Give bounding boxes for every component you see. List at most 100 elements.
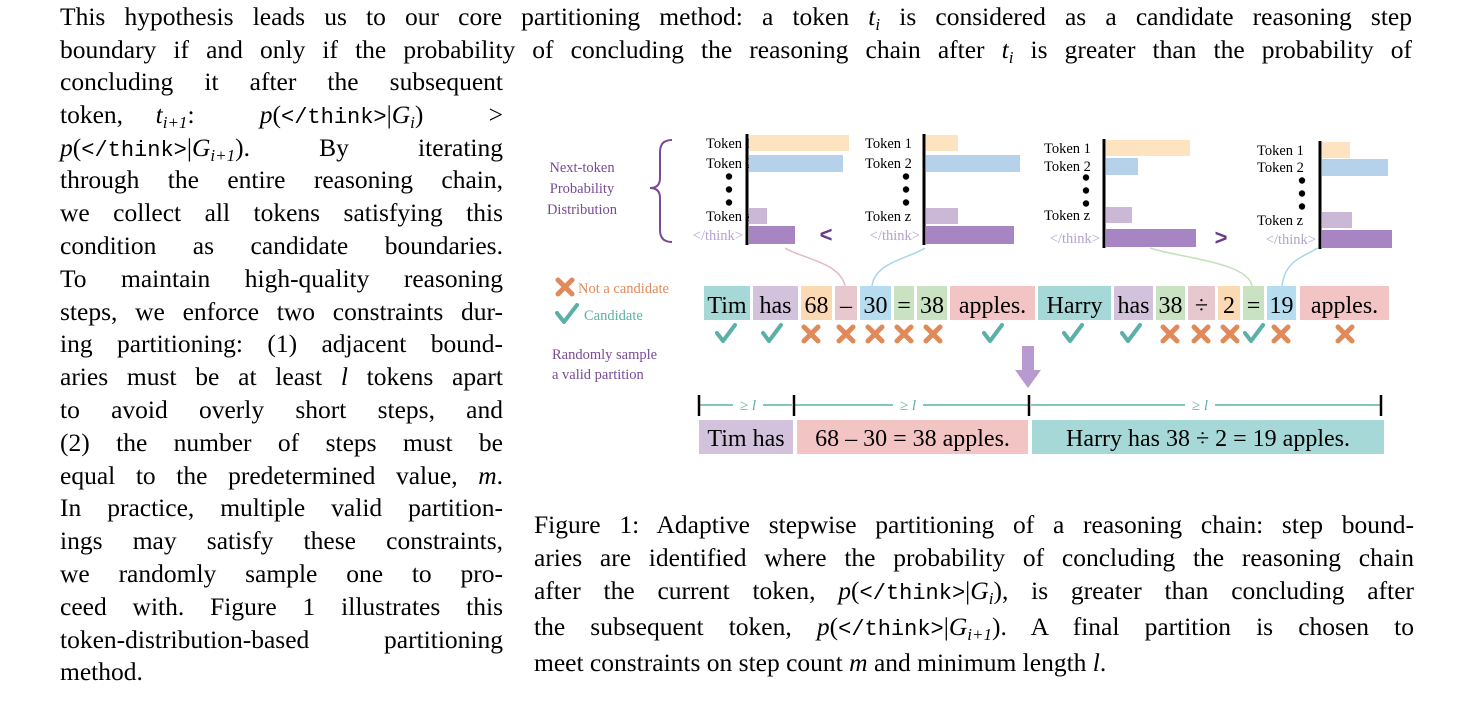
text: aries must be at least xyxy=(60,362,341,392)
prob-bar-tokenz xyxy=(749,208,767,224)
token-box xyxy=(1188,286,1215,320)
brace-label-2: Probability xyxy=(550,181,615,197)
candidate-legend-icon xyxy=(555,303,579,324)
body-line: concluding it after the subsequent xyxy=(60,67,503,96)
token1-label: Token 1 xyxy=(706,136,753,152)
brace-label-1: Next-token xyxy=(549,160,615,176)
arc-connector xyxy=(784,247,846,287)
figure-caption: Figure 1: Adaptive stepwise partitioning… xyxy=(534,508,1414,679)
tokenz-label: Token z xyxy=(706,209,753,225)
figure-1: Next-token Probability Distribution < > … xyxy=(547,134,1392,454)
text: tokens apart xyxy=(347,362,503,392)
intro-line-1: This hypothesis leads us to our core par… xyxy=(60,0,1412,33)
token-text: = xyxy=(1247,293,1261,319)
math-sub: i+1 xyxy=(210,145,236,165)
prob-bar-token2 xyxy=(926,155,1020,172)
candidate-check-icon xyxy=(1243,323,1265,343)
body-line: steps, we enforce two constraints dur- xyxy=(60,296,503,326)
token-box xyxy=(860,286,891,320)
intro-line-2: boundary if and only if the probability … xyxy=(60,33,1412,66)
ellipsis-dot xyxy=(902,173,910,180)
math-p: p xyxy=(60,132,73,162)
prob-bar-token1 xyxy=(926,135,958,151)
think-tag: </think> xyxy=(281,104,387,130)
brace xyxy=(649,139,673,243)
token2-label: Token 2 xyxy=(865,156,912,172)
math-sub: i xyxy=(988,589,994,608)
arc-connector xyxy=(871,247,926,287)
text: meet constraints on step count xyxy=(534,648,850,677)
caption-line: Figure 1: Adaptive stepwise partitioning… xyxy=(534,510,1414,539)
prob-bar-think xyxy=(1322,230,1392,248)
prob-bar-token1 xyxy=(749,135,849,151)
candidate-check-icon xyxy=(982,323,1004,343)
text: This hypothesis leads us to our core par… xyxy=(60,2,869,31)
prob-bar-token1 xyxy=(1322,142,1350,158)
prob-bar-token2 xyxy=(749,155,843,172)
tokenz-label: Token z xyxy=(865,209,912,225)
not-candidate-cross-icon xyxy=(1220,324,1240,344)
prob-bar-tokenz xyxy=(1106,207,1132,223)
candidate-check-icon xyxy=(1120,323,1142,343)
body-line: p(</think>|Gi+1). By iterating xyxy=(60,132,503,165)
math-p: p xyxy=(838,576,852,605)
body-line: aries must be at least l tokens apart xyxy=(60,361,503,394)
legend-not-candidate: Not a candidate xyxy=(578,281,669,297)
text: is greater than the probability of xyxy=(1013,35,1412,64)
token-text: 38 xyxy=(920,293,944,319)
candidate-check-icon xyxy=(761,323,783,343)
math-sub: i+1 xyxy=(967,625,992,644)
brace-label-3: Distribution xyxy=(547,202,618,218)
math-p: p xyxy=(259,99,273,129)
prob-bar-tokenz xyxy=(926,208,958,224)
token-text: 2 xyxy=(1223,293,1235,319)
token-text: 19 xyxy=(1270,293,1294,319)
math-m: m xyxy=(478,460,497,490)
ellipsis-dot xyxy=(725,199,733,206)
ellipsis-dot xyxy=(1298,190,1306,197)
body-line: we collect all tokens satisfying this xyxy=(60,198,503,228)
body-line: we randomly sample one to pro- xyxy=(60,558,503,588)
body-line: In practice, multiple valid partition- xyxy=(60,493,503,523)
body-line: ings may satisfy these constraints, xyxy=(60,526,503,556)
ellipsis-dot xyxy=(725,173,733,180)
think-tag: </think> xyxy=(81,137,187,163)
intro-paragraph: This hypothesis leads us to our core par… xyxy=(60,0,1412,66)
math-p: p xyxy=(816,612,830,641)
text: By iterating xyxy=(319,132,503,162)
token-text: has xyxy=(760,293,792,319)
tokenz-label: Token z xyxy=(1257,213,1304,229)
token2-label: Token 2 xyxy=(706,156,753,172)
think-label: </think> xyxy=(1266,232,1316,248)
prob-bar-token2 xyxy=(1322,159,1388,176)
not-candidate-cross-icon xyxy=(894,324,914,344)
body-line: To maintain high-quality reasoning xyxy=(60,263,503,293)
token-text: apples. xyxy=(959,293,1026,319)
body-line: (2) the number of steps must be xyxy=(60,427,503,457)
min-length-label: ≥ l xyxy=(1192,398,1208,414)
token2-label: Token 2 xyxy=(1257,160,1304,176)
math-t: t xyxy=(155,99,163,129)
text: is considered as a candidate reasoning s… xyxy=(880,2,1412,31)
token-box xyxy=(894,286,914,320)
token-box xyxy=(1114,286,1153,320)
body-line: equal to the predetermined value, m. xyxy=(60,460,503,493)
body-line: token-distribution-based partitioning xyxy=(60,624,503,654)
not-candidate-cross-icon xyxy=(1271,324,1291,344)
body-line: token, ti+1: p(</think>|Gi) > xyxy=(60,99,504,132)
body-line: ing partitioning: (1) adjacent bound- xyxy=(60,329,503,359)
min-length-label: ≥ l xyxy=(740,398,756,414)
partition-box xyxy=(699,420,793,454)
think-label: </think> xyxy=(693,228,743,244)
text: after the current token, xyxy=(534,576,839,605)
text: : xyxy=(187,99,195,129)
math-l: l xyxy=(1092,648,1100,677)
token-box xyxy=(1243,286,1264,320)
think-label: </think> xyxy=(870,228,920,244)
legend-candidate: Candidate xyxy=(584,308,643,324)
text: equal to the predetermined value, xyxy=(60,460,479,490)
body-line: ceed with. Figure 1 illustrates this xyxy=(60,591,503,621)
token-box xyxy=(1300,286,1389,320)
partition-text: Harry has 38 ÷ 2 = 19 apples. xyxy=(1066,426,1350,452)
not-candidate-cross-icon xyxy=(836,324,856,344)
